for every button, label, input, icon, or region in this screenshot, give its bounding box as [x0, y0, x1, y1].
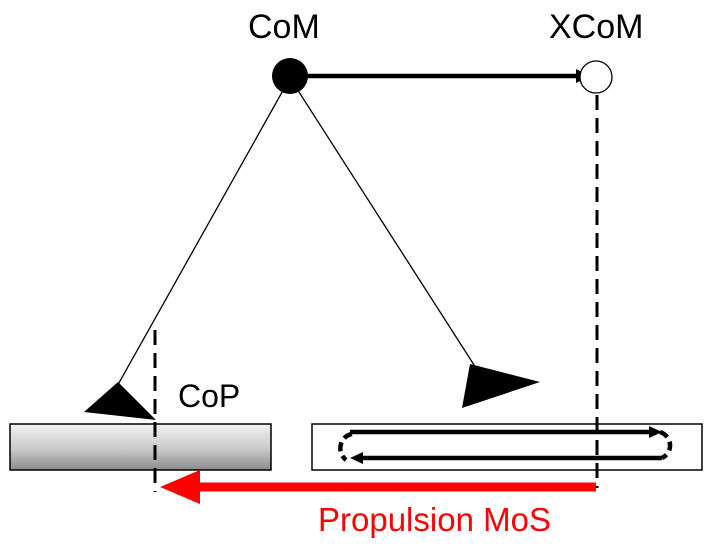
- xcom-marker: [579, 60, 613, 94]
- stance-leg: [114, 77, 291, 391]
- xcom-label: XCoM: [549, 8, 644, 46]
- stance-leg-arrowhead: [84, 382, 156, 420]
- swing-leg-arrowhead: [462, 364, 540, 408]
- swing-leg: [289, 77, 477, 369]
- com-label: CoM: [248, 8, 320, 46]
- cop-label: CoP: [178, 378, 241, 414]
- propulsion-mos-label: Propulsion MoS: [318, 501, 551, 538]
- swing-foot-cycle-arrows: [338, 426, 673, 464]
- propulsion-mos-arrowhead: [160, 470, 200, 504]
- stance-foot: [9, 423, 272, 471]
- com-marker: [272, 58, 308, 94]
